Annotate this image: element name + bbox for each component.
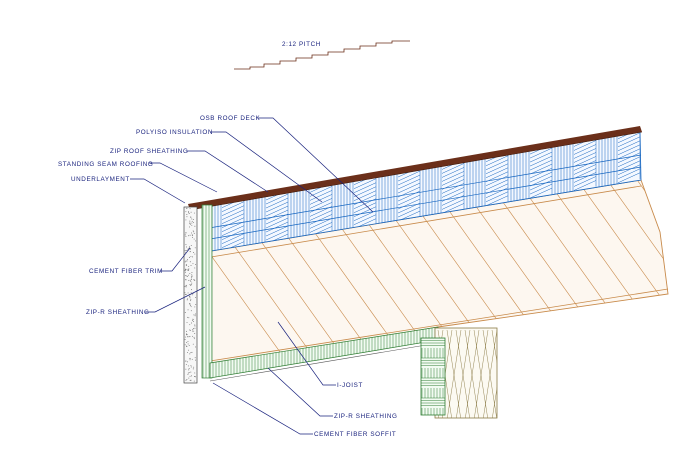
wall-header-beam	[420, 327, 498, 419]
standing-seam-roofing	[188, 126, 643, 211]
label-cement-fiber-soffit: CEMENT FIBER SOFFIT	[314, 431, 396, 438]
leader-polyiso-insulation	[210, 131, 323, 203]
leader-standing-seam-roofing	[149, 162, 218, 193]
label-zip-r-sheathing-soffit: ZIP-R SHEATHING	[334, 413, 397, 420]
label-cement-fiber-trim: CEMENT FIBER TRIM	[89, 268, 163, 275]
callout-labels: OSB ROOF DECK POLYISO INSULATION ZIP ROO…	[58, 115, 397, 438]
leader-zip-roof-sheathing	[186, 150, 269, 193]
leader-underlayment	[130, 178, 186, 204]
pitch-stair-line	[234, 40, 410, 70]
pitch-label: 2:12 PITCH	[282, 41, 321, 48]
leader-cement-fiber-soffit	[212, 382, 313, 435]
label-i-joist: I-JOIST	[337, 382, 363, 389]
leader-osb-roof-deck	[258, 117, 374, 213]
label-zip-r-sheathing-wall: ZIP-R SHEATHING	[86, 309, 149, 316]
label-standing-seam-roofing: STANDING SEAM ROOFING	[58, 161, 153, 168]
pitch-indicator: 2:12 PITCH	[234, 40, 410, 70]
leader-i-joist	[277, 321, 336, 386]
label-zip-roof-sheathing: ZIP ROOF SHEATHING	[110, 148, 188, 155]
leader-zip-r-sheathing-soffit	[267, 367, 333, 417]
cement-fiber-trim	[183, 206, 198, 384]
leader-zip-r-sheathing-wall	[145, 286, 206, 313]
label-osb-roof-deck: OSB ROOF DECK	[200, 115, 260, 122]
leader-cement-fiber-trim	[160, 247, 191, 272]
label-underlayment: UNDERLAYMENT	[71, 176, 130, 183]
zip-r-wall-sheathing	[201, 204, 213, 379]
label-polyiso-insulation: POLYISO INSULATION	[136, 129, 213, 136]
